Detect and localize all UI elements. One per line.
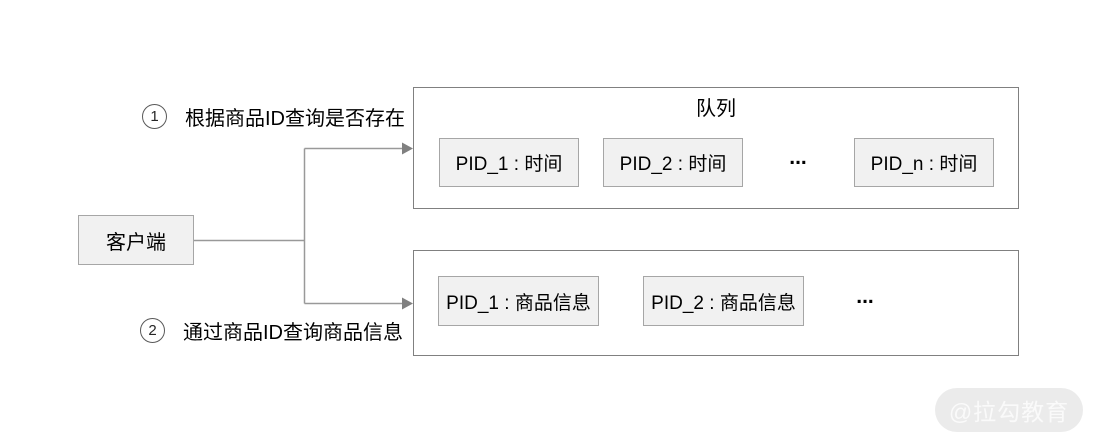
queue-item-pidn: PID_n : 时间 [854, 138, 994, 187]
arrow-to-product-head [402, 297, 413, 310]
queue-ellipsis: ... [789, 146, 807, 169]
arrow-to-queue-head [402, 142, 413, 155]
queue-item-pidn-label: PID_n : 时间 [870, 154, 978, 175]
product-info-container: PID_1 : 商品信息 PID_2 : 商品信息 ... [413, 250, 1019, 356]
product-ellipsis: ... [856, 285, 874, 308]
step1-text: 根据商品ID查询是否存在 [185, 108, 405, 130]
product-item-pid2: PID_2 : 商品信息 [643, 276, 804, 326]
queue-item-pid1: PID_1 : 时间 [439, 138, 579, 187]
queue-title: 队列 [696, 98, 736, 120]
product-item-pid2-label: PID_2 : 商品信息 [651, 292, 796, 314]
step2-number-circle-icon: 2 [140, 318, 165, 343]
queue-item-pid1-label: PID_1 : 时间 [455, 154, 563, 175]
step1-number-circle-icon: 1 [142, 104, 167, 129]
product-item-pid1-label: PID_1 : 商品信息 [446, 292, 591, 314]
watermark-badge: @拉勾教育 [935, 388, 1083, 432]
step2-text: 通过商品ID查询商品信息 [183, 322, 403, 344]
annotation-step1: 1 根据商品ID查询是否存在 [142, 102, 405, 131]
annotation-step2: 2 通过商品ID查询商品信息 [140, 316, 403, 345]
step2-number: 2 [148, 322, 157, 339]
queue-container: 队列 PID_1 : 时间 PID_2 : 时间 ... PID_n : 时间 [413, 87, 1019, 209]
client-node: 客户端 [78, 215, 194, 265]
client-label: 客户端 [106, 231, 166, 254]
step1-number: 1 [150, 108, 159, 125]
watermark-text: @拉勾教育 [948, 399, 1070, 425]
product-item-pid1: PID_1 : 商品信息 [438, 276, 599, 326]
queue-item-pid2: PID_2 : 时间 [603, 138, 743, 187]
queue-item-pid2-label: PID_2 : 时间 [619, 154, 727, 175]
